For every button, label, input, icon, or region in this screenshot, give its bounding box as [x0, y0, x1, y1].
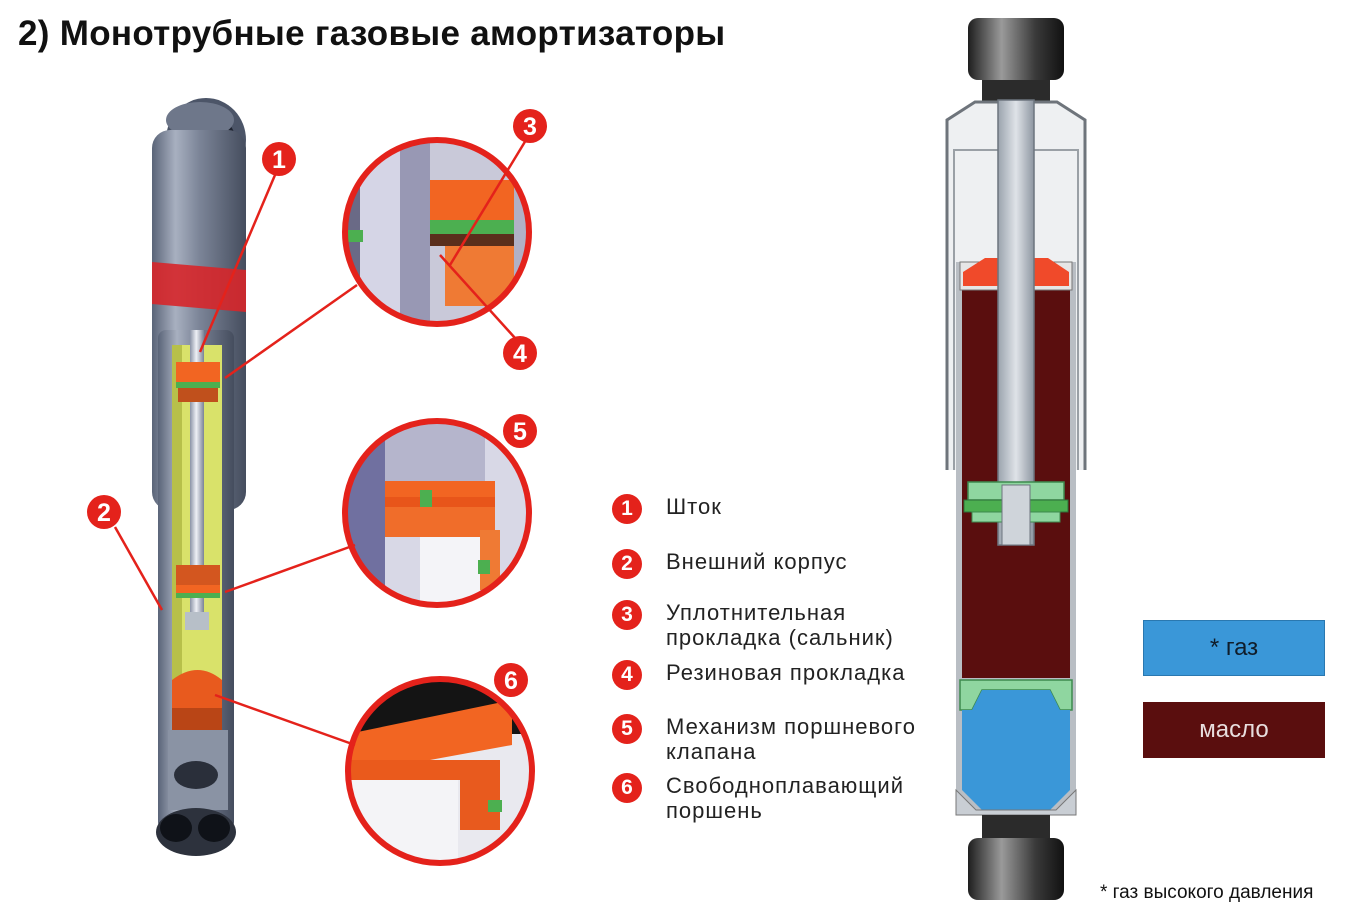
legend-number: 5: [612, 714, 642, 744]
zoom-detail-seal: [342, 137, 532, 327]
legend-label: Механизм поршневого клапана: [666, 714, 916, 764]
svg-text:1: 1: [272, 146, 286, 174]
leader-lines: [113, 139, 528, 747]
legend-label: Шток: [666, 494, 722, 519]
gas-chamber: [962, 690, 1070, 810]
piston-valve: [963, 481, 1069, 546]
legend-item-floating-piston: 6 Свободноплавающий поршень: [612, 773, 904, 823]
legend-number: 1: [612, 494, 642, 524]
piston-rod: [997, 99, 1035, 546]
zoom-detail-floating-piston: [345, 676, 535, 866]
legend-label: Уплотнительная прокладка (сальник): [666, 600, 894, 650]
legend-number: 6: [612, 773, 642, 803]
callout-2: 2: [87, 495, 121, 529]
legend-label: Резиновая прокладка: [666, 660, 906, 685]
oil-key: масло: [1143, 702, 1325, 758]
callout-5: 5: [503, 414, 537, 448]
schematic-cross-section: [945, 18, 1087, 900]
svg-text:6: 6: [504, 667, 518, 695]
svg-text:3: 3: [523, 113, 537, 141]
legend-item-rod: 1 Шток: [612, 494, 722, 524]
callout-1: 1: [262, 142, 296, 176]
legend-number: 4: [612, 660, 642, 690]
callout-6: 6: [494, 663, 528, 697]
gas-key: * газ: [1143, 620, 1325, 676]
page-title: 2) Монотрубные газовые амортизаторы: [18, 14, 726, 53]
legend-number: 3: [612, 600, 642, 630]
legend-item-rubber-gasket: 4 Резиновая прокладка: [612, 660, 905, 690]
svg-text:5: 5: [513, 418, 527, 446]
legend-label: Свободноплавающий поршень: [666, 773, 904, 823]
zoom-detail-valve: [342, 418, 532, 608]
legend-label: Внешний корпус: [666, 549, 848, 574]
legend-item-outer-body: 2 Внешний корпус: [612, 549, 848, 579]
svg-text:2: 2: [97, 499, 111, 527]
svg-text:4: 4: [513, 340, 527, 368]
legend-number: 2: [612, 549, 642, 579]
shock-absorber-3d: [152, 98, 246, 856]
legend-item-piston-valve: 5 Механизм поршневого клапана: [612, 714, 916, 764]
footnote: * газ высокого давления: [1100, 882, 1314, 903]
bottom-bushing: [968, 838, 1064, 900]
legend-item-seal: 3 Уплотнительная прокладка (сальник): [612, 600, 894, 650]
callout-4: 4: [503, 336, 537, 370]
label-band: [152, 262, 246, 312]
top-bushing: [968, 18, 1064, 80]
callout-3: 3: [513, 109, 547, 143]
